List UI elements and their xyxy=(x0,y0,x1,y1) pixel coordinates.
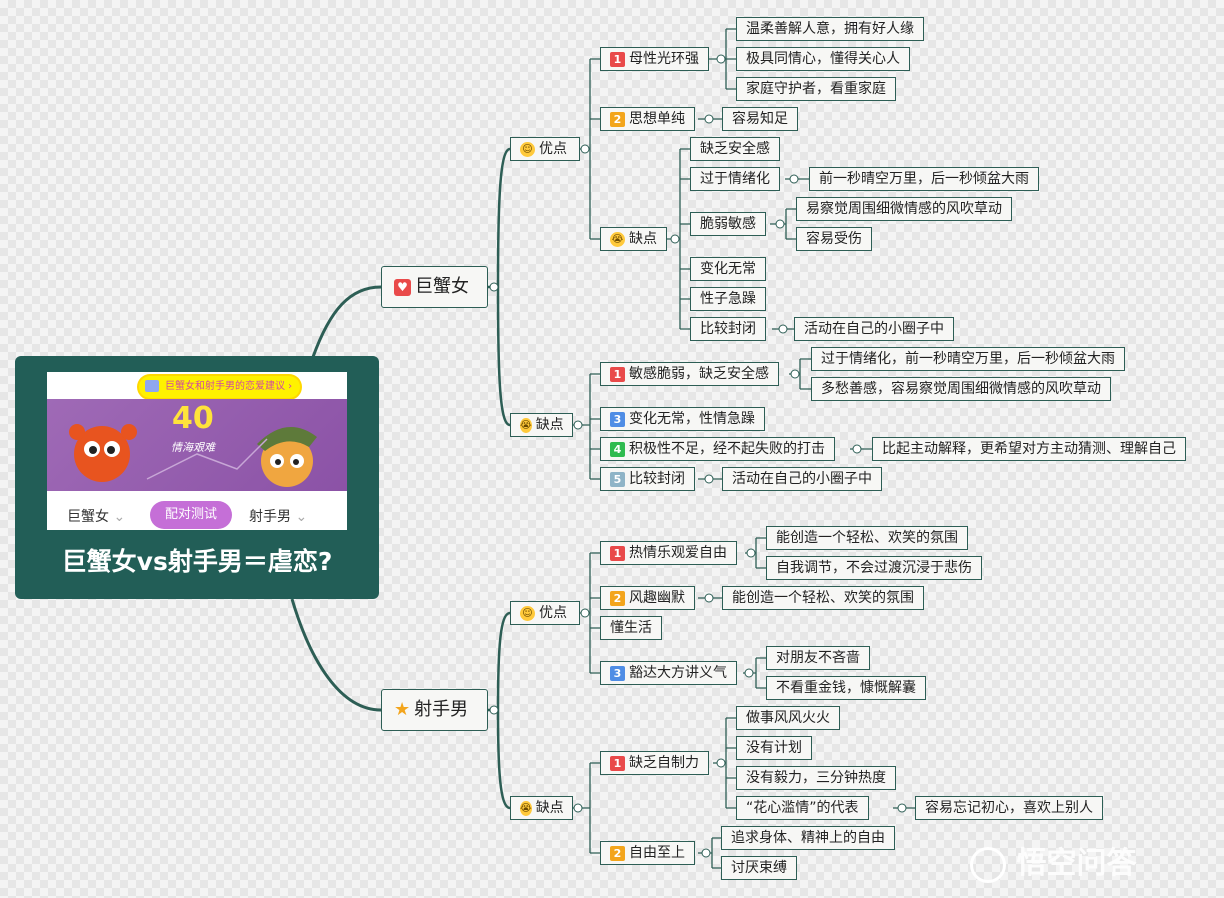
chevron-down-icon: ⌄ xyxy=(113,509,126,525)
trait[interactable]: 缺乏安全感 xyxy=(690,137,780,161)
detail[interactable]: 家庭守护者，看重家庭 xyxy=(736,77,896,101)
detail[interactable]: 容易忘记初心，喜欢上别人 xyxy=(915,796,1103,820)
trait[interactable]: 变化无常 xyxy=(690,257,766,281)
crying-icon: 😭 xyxy=(520,800,532,816)
crying-icon: 😭 xyxy=(520,417,532,433)
trait[interactable]: 过于情绪化 xyxy=(690,167,780,191)
detail[interactable]: 自我调节，不会过渡沉浸于悲伤 xyxy=(766,556,982,580)
detail[interactable]: 多愁善感，容易察觉周围细微情感的风吹草动 xyxy=(811,377,1111,401)
sagittarius-advantages[interactable]: ☺优点 xyxy=(510,601,580,625)
trait[interactable]: 比较封闭 xyxy=(690,317,766,341)
match-score: 40 xyxy=(172,401,214,436)
cancer-advantages[interactable]: ☺优点 xyxy=(510,137,580,161)
detail[interactable]: 能创造一个轻松、欢笑的氛围 xyxy=(722,586,924,610)
match-test-button[interactable]: 配对测试 xyxy=(150,501,232,529)
crying-icon: 😭 xyxy=(610,231,625,247)
watermark: 悟空问答 xyxy=(970,838,1136,883)
detail[interactable]: 易察觉周围细微情感的风吹草动 xyxy=(796,197,1012,221)
detail[interactable]: 温柔善解人意，拥有好人缘 xyxy=(736,17,924,41)
detail[interactable]: 没有计划 xyxy=(736,736,812,760)
detail[interactable]: 能创造一个轻松、欢笑的氛围 xyxy=(766,526,968,550)
banner-tip: 巨蟹女和射手男的恋爱建议 › xyxy=(139,376,301,398)
detail[interactable]: 没有毅力，三分钟热度 xyxy=(736,766,896,790)
detail[interactable]: 极具同情心，懂得关心人 xyxy=(736,47,910,71)
branch-sagittarius-man[interactable]: ★ 射手男 xyxy=(381,689,488,731)
detail[interactable]: 讨厌束缚 xyxy=(721,856,797,880)
branch-cancer-woman[interactable]: ♥ 巨蟹女 xyxy=(381,266,488,308)
detail[interactable]: 前一秒晴空万里，后一秒倾盆大雨 xyxy=(809,167,1039,191)
detail[interactable]: 做事风风火火 xyxy=(736,706,840,730)
cancer-adv-disadvantages[interactable]: 😭缺点 xyxy=(600,227,667,251)
detail[interactable]: 过于情绪化，前一秒晴空万里，后一秒倾盆大雨 xyxy=(811,347,1125,371)
smile-icon: ☺ xyxy=(520,605,535,621)
score-caption: 情海艰难 xyxy=(171,441,215,454)
trait[interactable]: 脆弱敏感 xyxy=(690,212,766,236)
detail[interactable]: 活动在自己的小圈子中 xyxy=(794,317,954,341)
chat-icon xyxy=(145,380,159,392)
sagittarius-select[interactable]: 射手男 ⌄ xyxy=(249,509,308,525)
wukong-logo-icon xyxy=(970,846,1006,883)
sagittarius-disadvantages[interactable]: 😭缺点 xyxy=(510,796,573,820)
cancer-disadvantages[interactable]: 😭缺点 xyxy=(510,413,573,437)
banner-image: 巨蟹女和射手男的恋爱建议 › 40 情海艰难 巨蟹女 ⌄ 配对测试 射手男 ⌄ xyxy=(47,372,347,530)
banner-illustration: 40 情海艰难 xyxy=(47,399,347,491)
smile-icon: ☺ xyxy=(520,141,535,157)
detail[interactable]: 容易知足 xyxy=(722,107,798,131)
heart-icon: ♥ xyxy=(394,278,411,296)
cancer-select[interactable]: 巨蟹女 ⌄ xyxy=(67,509,126,525)
detail[interactable]: “花心滥情”的代表 xyxy=(736,796,869,820)
detail[interactable]: 容易受伤 xyxy=(796,227,872,251)
central-topic[interactable]: 巨蟹女和射手男的恋爱建议 › 40 情海艰难 巨蟹女 ⌄ 配对测试 射手男 ⌄ … xyxy=(15,356,379,599)
crab-and-archer-icon xyxy=(69,424,317,487)
sag-adv-life[interactable]: 懂生活 xyxy=(600,616,662,640)
trait[interactable]: 性子急躁 xyxy=(690,287,766,311)
star-icon: ★ xyxy=(394,699,411,720)
detail[interactable]: 不看重金钱，慷慨解囊 xyxy=(766,676,926,700)
detail[interactable]: 对朋友不吝啬 xyxy=(766,646,870,670)
detail[interactable]: 比起主动解释，更希望对方主动猜测、理解自己 xyxy=(872,437,1186,461)
central-title: 巨蟹女vs射手男＝虐恋? xyxy=(61,547,333,576)
chevron-down-icon: ⌄ xyxy=(295,509,308,525)
detail[interactable]: 追求身体、精神上的自由 xyxy=(721,826,895,850)
detail[interactable]: 活动在自己的小圈子中 xyxy=(722,467,882,491)
